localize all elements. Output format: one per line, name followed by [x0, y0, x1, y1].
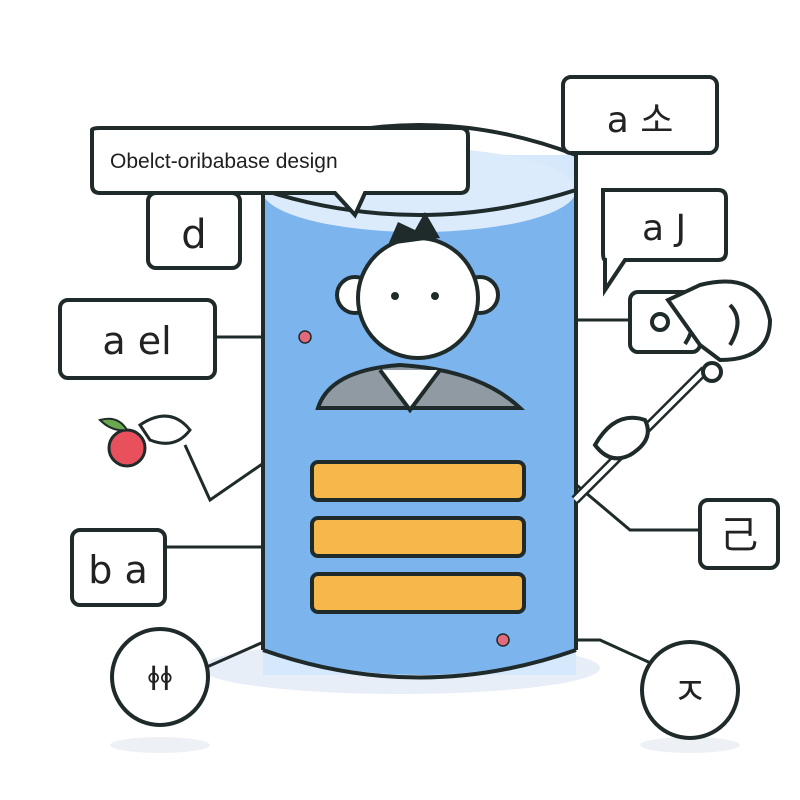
label-left-mid: a el — [102, 319, 171, 363]
label-circle-bottom-left — [110, 627, 210, 727]
label-box-top-right — [561, 75, 719, 155]
label-right-lower: 己 — [720, 513, 758, 557]
diagram-title: Obelct-oribabase design — [110, 150, 338, 173]
node-dot — [496, 633, 510, 647]
robot-arm-icon — [571, 279, 773, 504]
label-bottom-right: ㅈ — [673, 670, 708, 714]
label-box-left-upper — [146, 191, 242, 270]
label-bottom-left: ꬹꬹ — [147, 660, 172, 698]
node-dot — [298, 330, 312, 344]
title-bubble — [90, 126, 470, 219]
label-box-left-lower — [70, 528, 167, 607]
person-icon — [315, 212, 526, 414]
label-circle-bottom-right — [640, 640, 740, 740]
label-right-upper: a J — [642, 208, 686, 249]
connector-bottom-left — [199, 638, 269, 672]
label-box-right-upper — [601, 188, 728, 297]
label-left-lower: b a — [88, 548, 148, 592]
label-left-upper: d — [181, 212, 206, 258]
data-stripes — [310, 460, 526, 614]
label-box-left-mid — [58, 298, 217, 380]
apple-icon — [98, 414, 192, 468]
connector-apple — [183, 444, 269, 503]
label-box-right-lower — [698, 498, 780, 570]
label-top-right: a 소 — [607, 100, 674, 141]
